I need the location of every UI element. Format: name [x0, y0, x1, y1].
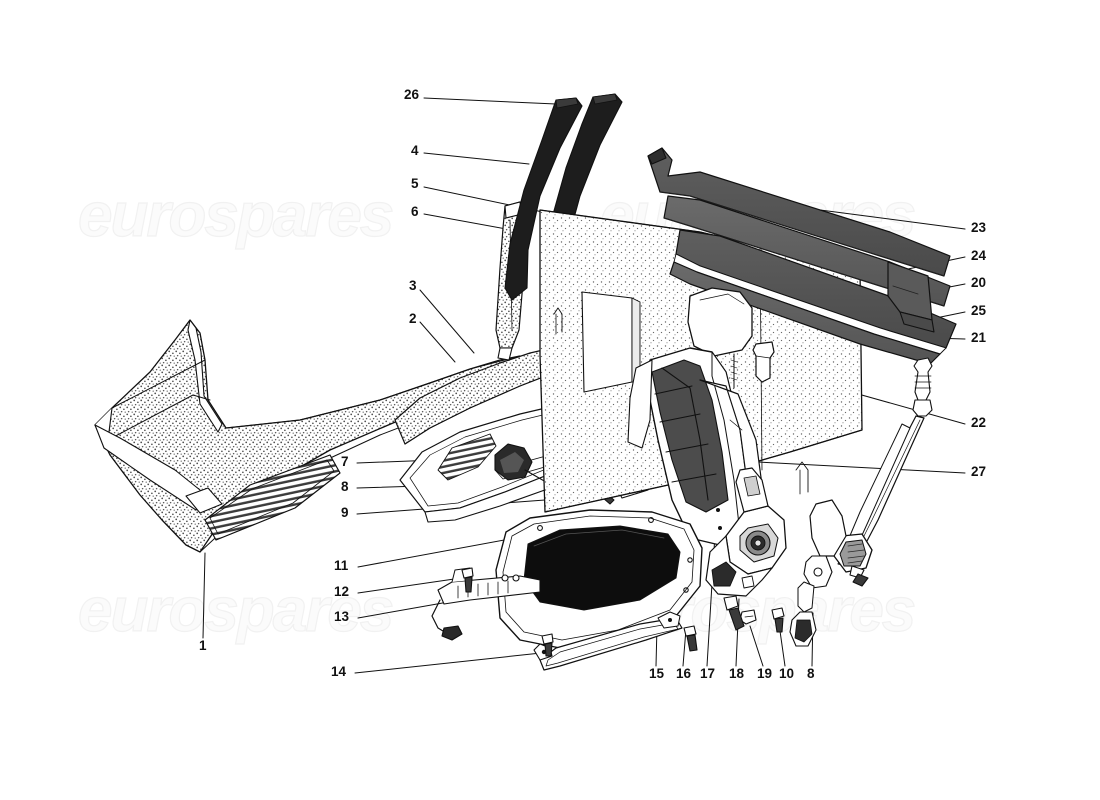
- callout-23: 23: [971, 220, 987, 235]
- callout-16: 16: [676, 666, 692, 681]
- callout-21: 21: [971, 330, 987, 345]
- callout-20: 20: [971, 275, 987, 290]
- recliner-mechanism: [705, 467, 787, 597]
- left-floor-carpet: [94, 319, 521, 553]
- callout-15: 15: [649, 666, 665, 681]
- callout-4: 4: [411, 143, 419, 158]
- callout-2: 2: [409, 311, 417, 326]
- callout-18: 18: [729, 666, 745, 681]
- seat-belt-assembly: [723, 357, 933, 647]
- callout-24: 24: [971, 248, 987, 263]
- callout-13: 13: [334, 609, 350, 624]
- callout-10: 10: [779, 666, 795, 681]
- callout-25: 25: [971, 303, 987, 318]
- callout-22: 22: [971, 415, 987, 430]
- callout-6: 6: [411, 204, 419, 219]
- callout-8b: 8: [807, 666, 815, 681]
- callout-5: 5: [411, 176, 419, 191]
- callout-9: 9: [341, 505, 349, 520]
- callout-27: 27: [971, 464, 987, 479]
- callout-26: 26: [404, 87, 420, 102]
- callout-7: 7: [341, 454, 349, 469]
- seat-cushion: [495, 509, 703, 649]
- callout-19: 19: [757, 666, 773, 681]
- callout-14: 14: [331, 664, 347, 679]
- callout-11: 11: [334, 558, 349, 573]
- callout-1: 1: [199, 638, 207, 653]
- callout-8: 8: [341, 479, 349, 494]
- callout-12: 12: [334, 584, 350, 599]
- callout-17: 17: [700, 666, 716, 681]
- rear-parcel-shelf: [647, 147, 957, 365]
- callout-3: 3: [409, 278, 417, 293]
- seat-rails: [431, 567, 698, 671]
